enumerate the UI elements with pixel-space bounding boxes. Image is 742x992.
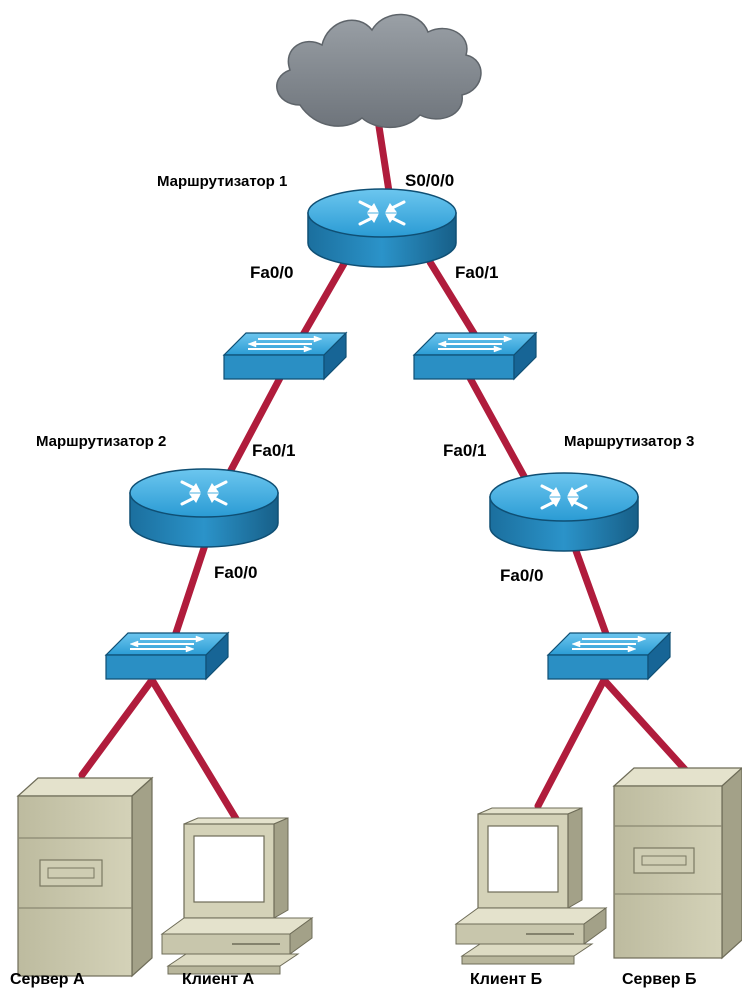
link-r1-switch2 xyxy=(426,258,482,344)
router-2-label: Маршрутизатор 2 xyxy=(36,433,166,450)
r3-port-fa00-label: Fa0/0 xyxy=(500,566,543,585)
workstation-icon xyxy=(454,807,608,965)
r1-port-s000-label: S0/0/0 xyxy=(405,171,454,190)
switch-icon xyxy=(412,331,538,381)
router-icon xyxy=(129,468,279,548)
switch-4 xyxy=(546,631,672,681)
switch-2 xyxy=(412,331,538,381)
router-3-label: Маршрутизатор 3 xyxy=(564,433,694,450)
router-3 xyxy=(489,472,639,552)
link-cloud-r1 xyxy=(374,116,394,202)
router-1-label: Маршрутизатор 1 xyxy=(157,173,287,190)
router-icon xyxy=(489,472,639,552)
switch-1 xyxy=(222,331,348,381)
links xyxy=(78,116,694,826)
client-a-label: Клиент А xyxy=(182,971,255,988)
r1-port-fa00-label: Fa0/0 xyxy=(250,263,293,282)
r1-port-fa01-label: Fa0/1 xyxy=(455,263,498,282)
link-switch3-server-a xyxy=(78,676,156,779)
link-switch3-client-a xyxy=(148,676,242,826)
link-r1-switch1 xyxy=(296,258,349,344)
cloud-icon xyxy=(276,13,482,129)
switch-icon xyxy=(222,331,348,381)
client-a xyxy=(160,817,314,975)
server-a-label: Сервер А xyxy=(10,971,85,988)
router-1 xyxy=(307,188,457,268)
link-switch4-server-b xyxy=(600,676,694,779)
link-switch1-r2 xyxy=(226,374,284,476)
r2-port-fa01-label: Fa0/1 xyxy=(252,441,295,460)
client-b xyxy=(454,807,608,965)
switch-3 xyxy=(104,631,230,681)
workstation-icon xyxy=(160,817,314,975)
server-b xyxy=(612,767,742,960)
link-switch2-r3 xyxy=(466,374,529,482)
link-r3-switch4 xyxy=(571,544,614,649)
r2-port-fa00-label: Fa0/0 xyxy=(214,563,257,582)
r3-port-fa01-label: Fa0/1 xyxy=(443,441,486,460)
switch-icon xyxy=(104,631,230,681)
link-r2-switch3 xyxy=(168,541,209,649)
server-a xyxy=(16,776,154,978)
switch-icon xyxy=(546,631,672,681)
server-icon xyxy=(16,776,154,978)
server-b-label: Сервер Б xyxy=(622,971,696,988)
router-2 xyxy=(129,468,279,548)
router-icon xyxy=(307,188,457,268)
client-b-label: Клиент Б xyxy=(470,971,542,988)
link-switch4-client-b xyxy=(534,676,608,810)
server-icon xyxy=(612,767,742,960)
